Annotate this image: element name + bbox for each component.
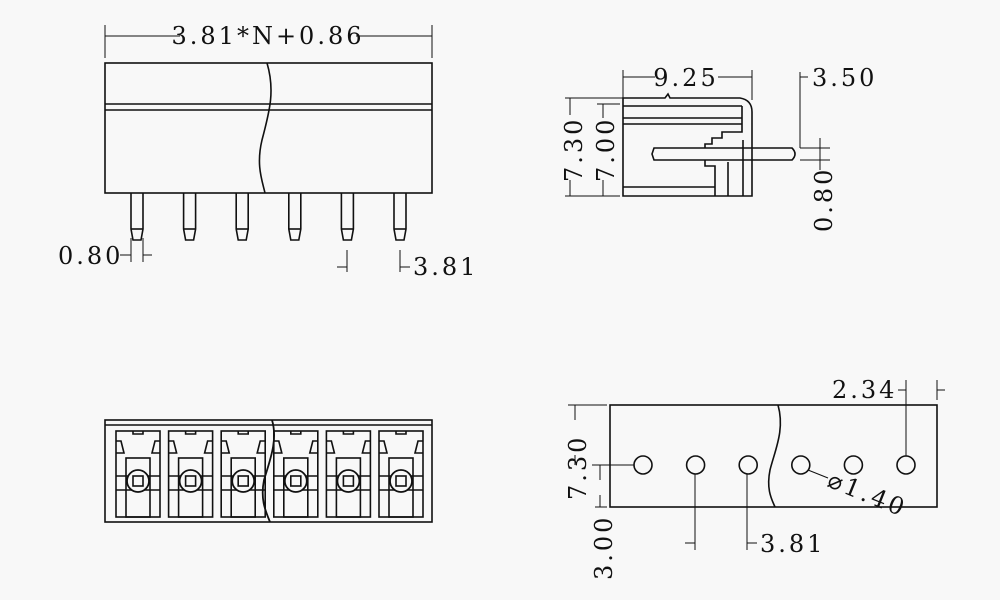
terminal-cell — [325, 430, 372, 518]
terminal-cell — [220, 430, 266, 518]
side-view: 9.25 3.50 0.80 7.30 7.00 — [560, 64, 877, 232]
connector-body — [104, 62, 433, 194]
depth-dimension: 9.25 — [653, 64, 718, 92]
edge-offset-dimension: 2.34 — [832, 376, 897, 404]
front-view: 3.81*N+0.86 0.80 3.81 — [58, 22, 478, 281]
footprint-pitch-dimension: 3.81 — [760, 530, 825, 558]
hole — [790, 455, 811, 475]
pin — [235, 193, 249, 241]
pitch-dimension: 3.81 — [413, 253, 478, 281]
pin-width-dimension: 0.80 — [58, 242, 123, 270]
hole — [896, 455, 916, 475]
body-height-dimension: 7.00 — [592, 117, 620, 182]
holes — [633, 455, 916, 475]
break-line — [258, 62, 272, 194]
terminal-cells — [115, 430, 424, 518]
pin-extension-dimension: 3.50 — [812, 64, 877, 92]
hole-offset-dimension: 3.00 — [590, 515, 618, 580]
terminal-cell — [378, 430, 424, 518]
hole — [843, 455, 864, 475]
pin — [288, 193, 302, 241]
total-height-dimension: 7.30 — [560, 117, 588, 182]
terminal-cell — [167, 430, 214, 518]
pin-thickness-dimension: 0.80 — [810, 167, 838, 232]
hole-diameter-dimension: ⌀1.40 — [824, 466, 911, 523]
hole — [738, 455, 759, 475]
footprint-view: 2.34 7.30 3.00 3.81 ⌀1.40 — [564, 376, 945, 580]
top-view — [104, 419, 433, 523]
side-pin — [651, 147, 796, 161]
hole — [633, 455, 653, 475]
pin — [393, 193, 407, 241]
terminal-cell — [115, 430, 161, 518]
pins — [130, 193, 407, 241]
hole — [685, 455, 706, 475]
overall-width-dimension: 3.81*N+0.86 — [172, 22, 365, 50]
terminal-cell — [272, 430, 319, 518]
pin — [130, 193, 144, 241]
pin — [340, 193, 355, 241]
pin — [182, 193, 197, 241]
height-dimension: 7.30 — [564, 435, 592, 500]
